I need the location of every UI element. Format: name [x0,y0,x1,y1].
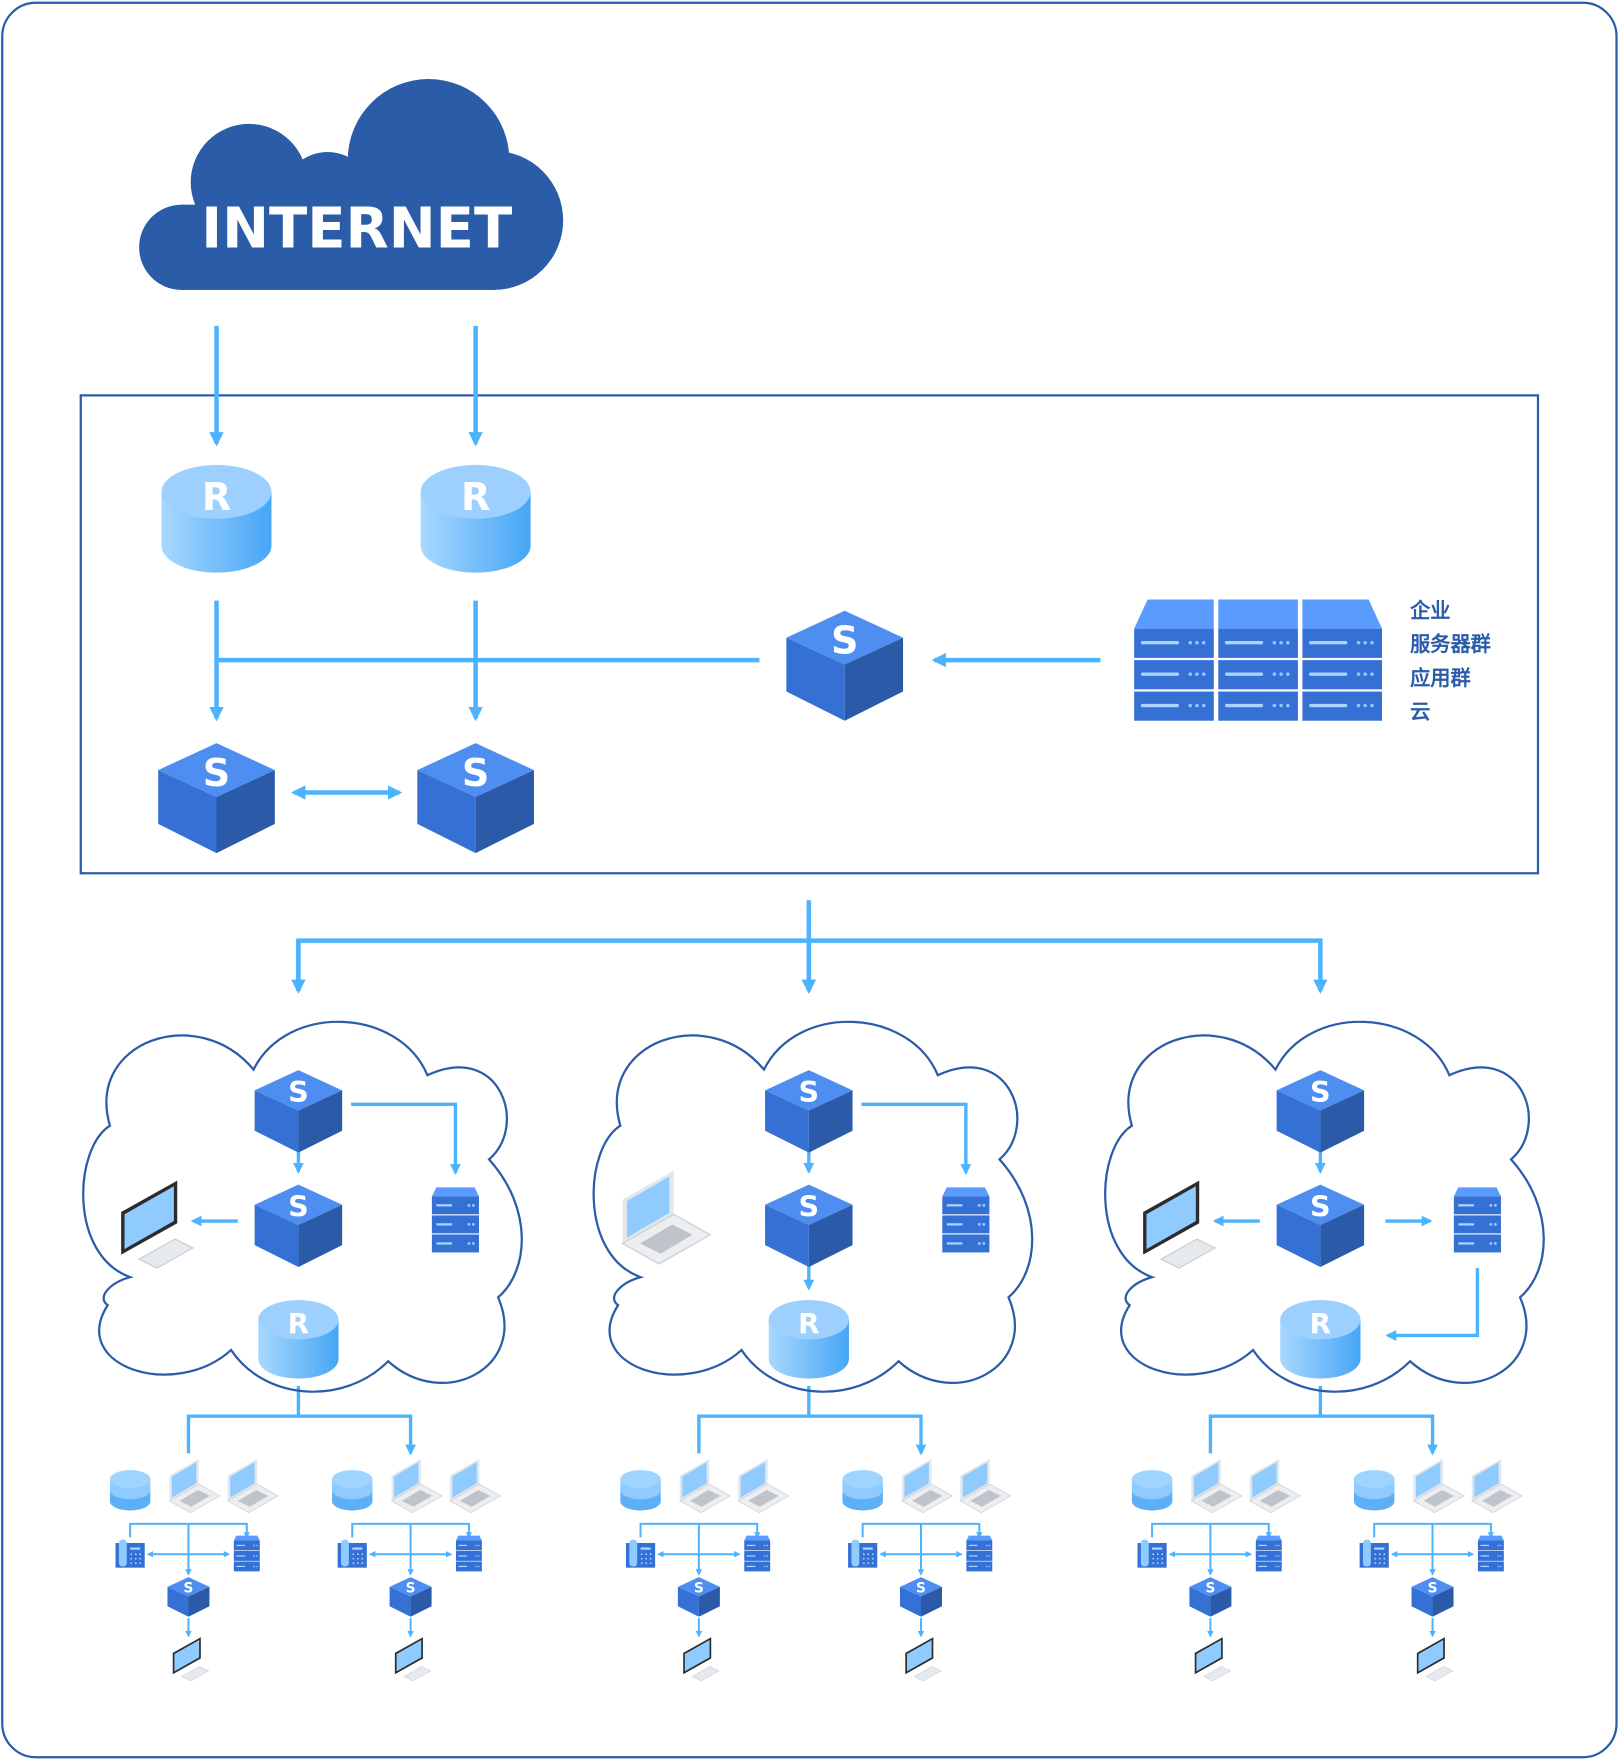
server-slot [1225,641,1264,645]
server-led [1356,672,1361,676]
ip-phone-icon [1359,1539,1389,1568]
server-led [1188,672,1193,676]
server-led [1272,672,1277,676]
server-slot [1140,703,1180,708]
server-led [1188,703,1193,708]
server-slot [1309,641,1348,645]
server-led [1272,640,1277,645]
site-arrow [351,1102,461,1175]
internet-cloud: INTERNET [139,79,564,290]
server-led [1279,640,1283,645]
site-server-icon [431,1187,480,1253]
small-server-icon [966,1535,993,1572]
server-farm-label-3: 应用群 [1410,666,1471,690]
branch-bus-line [1208,1414,1438,1456]
site-arrow [1385,1268,1480,1341]
core-router-icon [420,464,531,573]
server-led [1201,672,1206,676]
server-led [1370,703,1374,708]
site-router-icon [768,1300,849,1379]
small-server-icon [744,1535,771,1572]
server-led [1370,672,1374,676]
ip-phone-icon [337,1539,367,1568]
database-icon [109,1470,151,1511]
branch-bus-line [697,1414,927,1456]
server-farm-label-4: 云 [1410,699,1430,723]
site-server-icon [1453,1187,1501,1253]
site-cloud-outline [592,1020,1034,1393]
small-server-icon [1477,1535,1504,1572]
server-slot [1225,672,1264,676]
server-led [1363,672,1368,676]
site-server-icon [942,1187,990,1253]
server-farm-label-2: 服务器群 [1410,632,1491,656]
database-icon [1354,1470,1395,1511]
ip-phone-icon [848,1539,878,1568]
server-led [1279,703,1283,708]
server-led [1195,703,1199,708]
database-icon [1131,1470,1173,1511]
server-led [1356,703,1361,708]
internet-label: INTERNET [201,196,512,261]
server-led [1195,640,1199,645]
site-cloud-outline [1104,1020,1545,1393]
server-led [1286,703,1290,708]
server-led [1195,672,1199,676]
server-led [1279,672,1283,676]
small-server-icon [233,1535,260,1572]
core-network-box [79,394,1540,875]
server-led [1201,640,1206,645]
server-led [1356,640,1361,645]
server-top [1218,599,1298,629]
site-router-icon [1280,1300,1361,1379]
ip-phone-icon [115,1539,145,1568]
server-slot [1140,641,1180,645]
server-slot [1309,672,1348,676]
small-server-icon [455,1535,482,1572]
site-arrow [861,1102,972,1175]
database-icon [842,1470,883,1511]
ip-phone-icon [1137,1539,1167,1568]
server-led [1201,703,1206,708]
ip-phone-icon [625,1539,656,1568]
server-top [1302,599,1383,629]
server-slot [1140,672,1180,676]
server-farm: 企业 服务器群 应用群 云 [1134,598,1491,723]
server-led [1363,640,1368,645]
server-led [1286,640,1290,645]
site-router-icon [258,1300,339,1379]
core-router-icon [161,464,272,573]
site-cloud-outline [82,1020,523,1393]
database-icon [620,1470,661,1511]
server-led [1188,640,1193,645]
branch-bus-line [186,1414,416,1456]
server-slot [1225,703,1264,708]
database-icon [332,1470,373,1511]
server-led [1370,640,1374,645]
server-farm-label-1: 企业 [1409,598,1450,622]
server-led [1272,703,1277,708]
server-led [1363,703,1368,708]
server-led [1286,672,1290,676]
server-slot [1309,703,1348,708]
small-server-icon [1255,1535,1282,1572]
server-top [1134,599,1214,629]
